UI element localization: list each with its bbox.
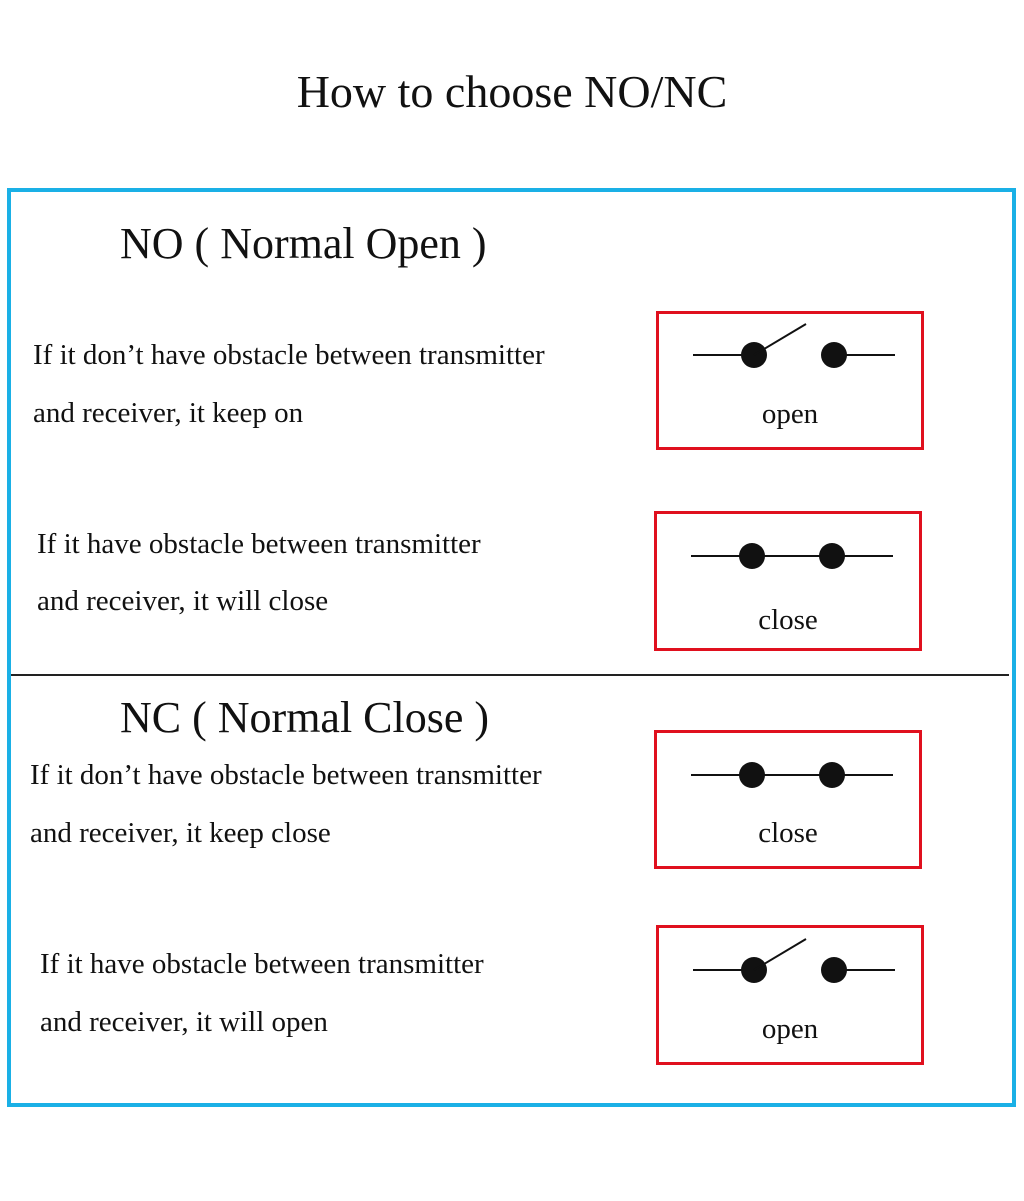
nonc-frame [7, 188, 1016, 1107]
switch-diagram-close: close [654, 730, 922, 869]
description-line: If it have obstacle between transmitter [37, 528, 481, 560]
switch-state-label: open [761, 1013, 819, 1045]
open-switch-icon [693, 938, 895, 983]
switch-state-label: close [758, 817, 818, 849]
switch-diagram-open: open [656, 311, 924, 450]
description-line: and receiver, it keep on [33, 397, 304, 429]
switch-state-label: close [758, 604, 818, 636]
description-line: If it don’t have obstacle between transm… [33, 339, 545, 371]
open-switch-icon [693, 323, 895, 368]
section-heading-no: NO ( Normal Open ) [120, 219, 487, 268]
description-line: If it have obstacle between transmitter [40, 948, 484, 980]
page-title: How to choose NO/NC [296, 66, 728, 117]
closed-switch-icon [691, 543, 893, 569]
description-line: and receiver, it keep close [30, 817, 331, 849]
switch-diagram-open: open [656, 925, 924, 1065]
closed-switch-icon [691, 762, 893, 788]
description-line: and receiver, it will open [40, 1006, 328, 1038]
section-heading-nc: NC ( Normal Close ) [120, 693, 490, 742]
description-line: If it don’t have obstacle between transm… [30, 759, 542, 791]
switch-state-label: open [761, 398, 819, 430]
section-divider [11, 674, 1009, 676]
description-line: and receiver, it will close [37, 585, 329, 617]
switch-diagram-close: close [654, 511, 922, 651]
